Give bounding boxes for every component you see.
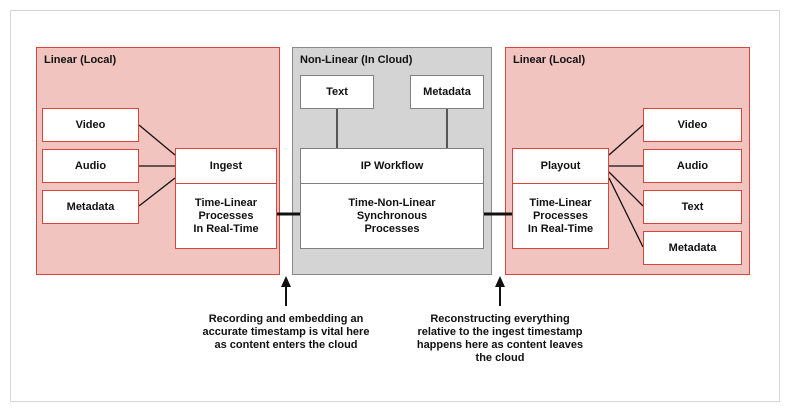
playout-process-box: Playout Time-Linear Processes In Real-Ti… <box>512 148 609 249</box>
cloud-metadata-box: Metadata <box>410 75 484 109</box>
right-output-metadata-box: Metadata <box>643 231 742 265</box>
right-output-audio-box: Audio <box>643 149 742 183</box>
cloud-panel-title: Non-Linear (In Cloud) <box>300 54 413 66</box>
ingest-description: Time-Linear Processes In Real-Time <box>193 196 259 235</box>
left-input-video-box: Video <box>42 108 139 142</box>
cloud-text-box: Text <box>300 75 374 109</box>
playout-reconstruction-note: Reconstructing everything relative to th… <box>416 313 584 364</box>
ip-workflow-description: Time-Non-Linear Synchronous Processes <box>348 196 436 235</box>
left-panel-title: Linear (Local) <box>44 54 117 66</box>
right-output-text-box: Text <box>643 190 742 224</box>
ingest-timestamp-note: Recording and embedding an accurate time… <box>202 313 370 351</box>
ip-workflow-label: IP Workflow <box>301 149 483 184</box>
left-input-metadata-box: Metadata <box>42 190 139 224</box>
ip-workflow-box: IP Workflow Time-Non-Linear Synchronous … <box>300 148 484 249</box>
playout-label: Playout <box>513 149 608 184</box>
right-panel-title: Linear (Local) <box>513 54 586 66</box>
right-output-video-box: Video <box>643 108 742 142</box>
ingest-process-box: Ingest Time-Linear Processes In Real-Tim… <box>175 148 277 249</box>
ingest-label: Ingest <box>176 149 276 184</box>
left-input-audio-box: Audio <box>42 149 139 183</box>
playout-description: Time-Linear Processes In Real-Time <box>527 196 594 235</box>
